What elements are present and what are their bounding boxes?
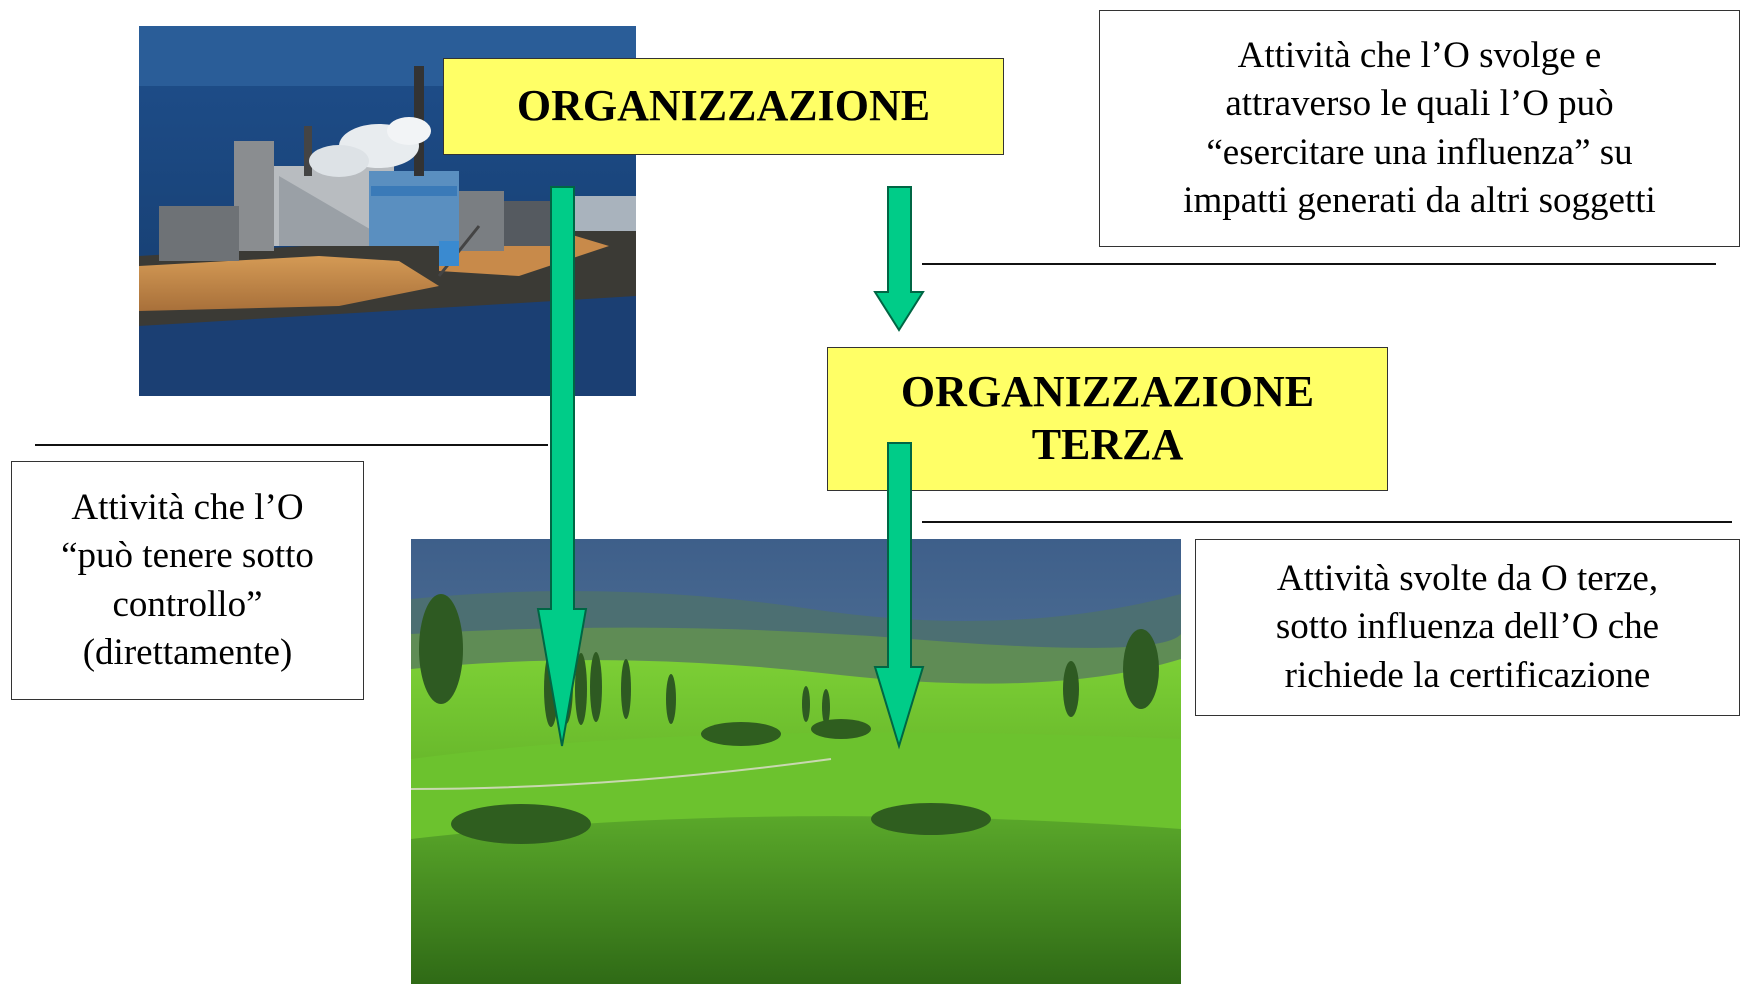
divider-line-top-right — [922, 263, 1716, 265]
organizzazione-terza-box: ORGANIZZAZIONE TERZA — [827, 347, 1388, 491]
organizzazione-box: ORGANIZZAZIONE — [443, 58, 1004, 155]
note-third-party-activities: Attività svolte da O terze, sotto influe… — [1195, 539, 1740, 716]
note-influence-line-3: “esercitare una influenza” su — [1206, 131, 1633, 173]
note-third-party-line-1: Attività svolte da O terze, — [1276, 558, 1659, 600]
note-control-line-1: Attività che l’O — [71, 487, 304, 529]
note-influence-line-2: attraverso le quali l’O può — [1225, 83, 1614, 125]
note-third-party-line-2: sotto influenza dell’O che — [1275, 606, 1660, 648]
note-third-party-line-3: richiede la certificazione — [1284, 654, 1651, 696]
countryside-landscape-photo — [411, 539, 1181, 984]
organizzazione-label: ORGANIZZAZIONE — [516, 81, 931, 131]
arrow-org-to-third-party — [873, 186, 925, 332]
note-control-line-3: controllo” — [112, 583, 263, 625]
divider-line-left — [35, 444, 548, 446]
note-influence-line-1: Attività che l’O svolge e — [1237, 35, 1602, 77]
note-influence-line-4: impatti generati da altri soggetti — [1183, 179, 1656, 221]
organizzazione-terza-line-1: ORGANIZZAZIONE — [900, 367, 1315, 417]
note-control-line-4: (direttamente) — [82, 631, 293, 673]
note-influence-activities: Attività che l’O svolge e attraverso le … — [1099, 10, 1740, 247]
note-control-activities: Attività che l’O “può tenere sotto contr… — [11, 461, 364, 700]
note-control-line-2: “può tenere sotto — [61, 535, 314, 577]
divider-line-bottom-right — [922, 521, 1732, 523]
organizzazione-terza-line-2: TERZA — [1031, 420, 1184, 469]
